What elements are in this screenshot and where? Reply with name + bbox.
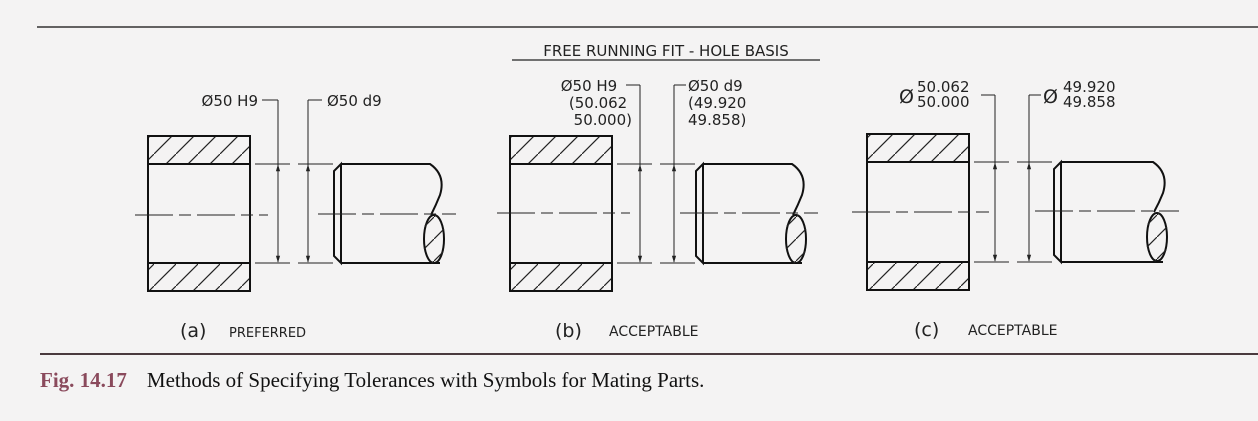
panel-b: Ø50 H9 (50.062 50.000) Ø50 d9 (49.920 49… [497, 77, 818, 342]
hole-part [497, 135, 630, 292]
shaft-dimension [1017, 94, 1052, 263]
figure-caption: Fig. 14.17 Methods of Specifying Toleranc… [40, 368, 704, 393]
hole-part [852, 133, 989, 291]
hole-callout: Ø50 H9 (50.062 50.000) [561, 77, 632, 129]
shaft-part [1035, 159, 1179, 265]
panel-status: ACCEPTABLE [968, 323, 1057, 339]
caption-text: Methods of Specifying Tolerances with Sy… [146, 368, 705, 392]
hole-callout: Ø 50.062 50.000 [899, 78, 974, 111]
shaft-callout: Ø50 d9 (49.920 49.858) [688, 77, 751, 129]
panel-status: ACCEPTABLE [609, 324, 698, 340]
hole-dimension [617, 84, 652, 264]
shaft-dimension [660, 84, 695, 264]
shaft-dimension [298, 99, 333, 264]
shaft-part [318, 161, 456, 266]
shaft-callout: Ø50 d9 [327, 92, 382, 110]
panel-label: (a) [180, 320, 206, 342]
caption-number: Fig. 14.17 [40, 368, 127, 392]
hole-dimension [974, 94, 1009, 263]
panel-a: Ø50 H9 Ø50 d9 (a) PREFERRED [135, 92, 456, 342]
shaft-callout: Ø 49.920 49.858 [1043, 78, 1120, 111]
panel-c: Ø 50.062 50.000 Ø 49.920 49.858 (c) [852, 78, 1179, 341]
panel-label: (b) [555, 320, 582, 342]
panel-label: (c) [914, 319, 939, 341]
hole-dimension [255, 99, 290, 264]
figure-title: FREE RUNNING FIT - HOLE BASIS [543, 42, 789, 60]
shaft-part [680, 161, 818, 266]
hole-part [135, 135, 268, 292]
hole-callout: Ø50 H9 [202, 92, 258, 110]
panel-status: PREFERRED [229, 326, 306, 341]
